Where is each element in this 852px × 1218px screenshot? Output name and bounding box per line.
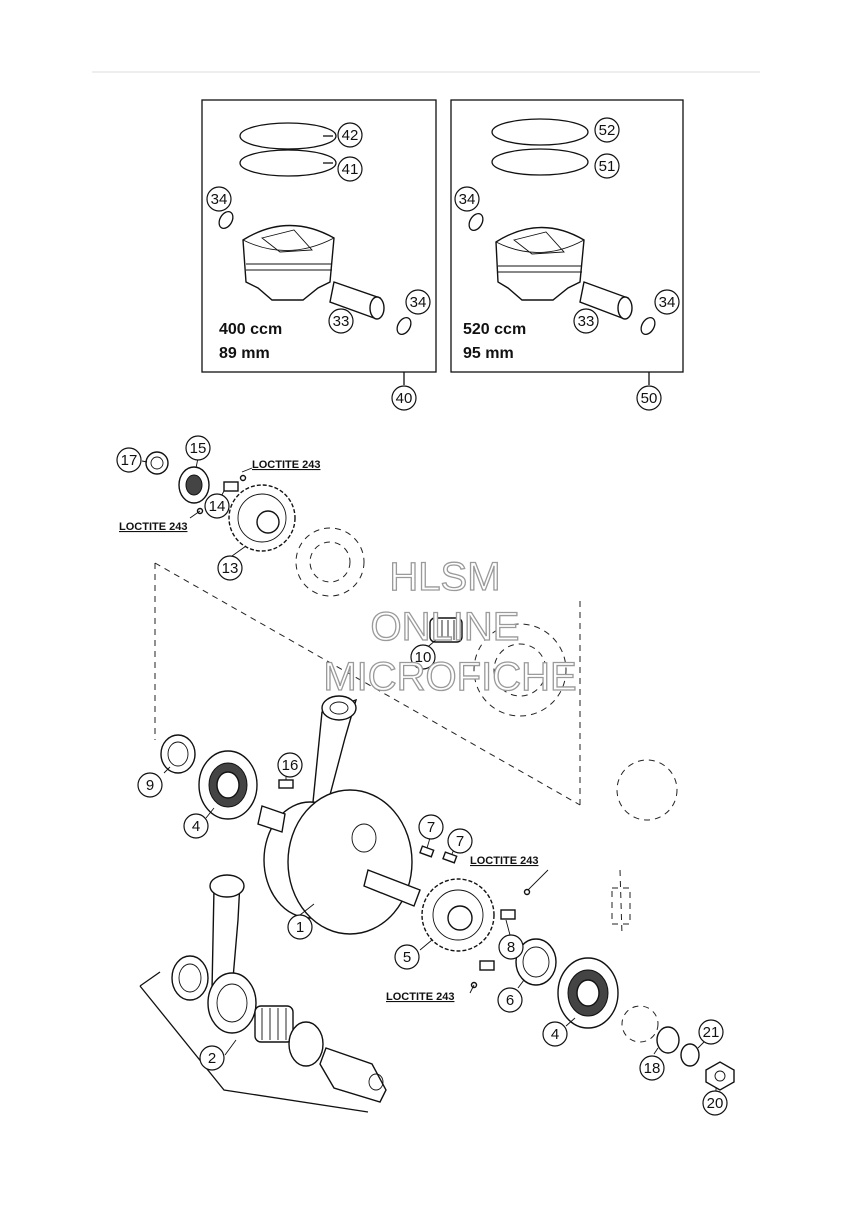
- svg-text:42: 42: [342, 127, 359, 144]
- loctite-note-3: LOCTITE 243: [470, 855, 538, 867]
- svg-text:34: 34: [459, 191, 476, 208]
- svg-text:2: 2: [208, 1050, 216, 1067]
- svg-text:5: 5: [403, 949, 411, 966]
- callout-5: 5: [394, 944, 420, 970]
- callout-4-a: 4: [183, 813, 209, 839]
- watermark: HLSM ONLINE MICROFICHE: [323, 554, 578, 699]
- svg-text:52: 52: [599, 122, 616, 139]
- svg-text:34: 34: [410, 294, 427, 311]
- svg-text:4: 4: [192, 818, 200, 835]
- svg-text:17: 17: [121, 452, 138, 469]
- callout-16: 16: [277, 752, 303, 778]
- watermark-line-2: ONLINE: [371, 605, 520, 649]
- svg-text:41: 41: [342, 161, 359, 178]
- svg-text:34: 34: [211, 191, 228, 208]
- svg-text:18: 18: [644, 1060, 661, 1077]
- svg-text:14: 14: [209, 498, 226, 515]
- callout-13: 13: [217, 555, 243, 581]
- piston-520-displacement: 520 ccm: [463, 321, 526, 338]
- svg-text:21: 21: [703, 1024, 720, 1041]
- svg-text:6: 6: [506, 992, 514, 1009]
- callout-14: 14: [204, 493, 230, 519]
- callout-7-a: 7: [418, 814, 444, 840]
- callout-17: 17: [116, 447, 142, 473]
- callout-20: 20: [702, 1090, 728, 1116]
- svg-text:50: 50: [641, 390, 658, 407]
- svg-text:34: 34: [659, 294, 676, 311]
- svg-text:1: 1: [296, 919, 304, 936]
- svg-text:13: 13: [222, 560, 239, 577]
- callout-34-b: 34: [405, 289, 431, 315]
- callout-40: 40: [391, 385, 417, 411]
- callout-34-d: 34: [654, 289, 680, 315]
- watermark-line-1: HLSM: [389, 555, 500, 599]
- callout-15: 15: [185, 435, 211, 461]
- piston-kit-400: [201, 99, 437, 385]
- callout-33-b: 33: [573, 308, 599, 334]
- callout-41: 41: [337, 156, 363, 182]
- svg-text:16: 16: [282, 757, 299, 774]
- callout-34-c: 34: [454, 186, 480, 212]
- svg-text:10: 10: [415, 649, 432, 666]
- svg-text:33: 33: [578, 313, 595, 330]
- watermark-line-3: MICROFICHE: [323, 655, 576, 699]
- callout-10: 10: [410, 644, 436, 670]
- piston-400-displacement: 400 ccm: [219, 321, 282, 338]
- piston-400-bore: 89 mm: [219, 345, 270, 362]
- svg-text:15: 15: [190, 440, 207, 457]
- conrod-kit: [139, 874, 387, 1113]
- svg-text:33: 33: [333, 313, 350, 330]
- dashed-assembly-line: [154, 562, 581, 806]
- piston-kit-520: [450, 99, 684, 385]
- callout-18: 18: [639, 1055, 665, 1081]
- svg-text:8: 8: [507, 939, 515, 956]
- loctite-note-4: LOCTITE 243: [386, 991, 454, 1003]
- callout-7-b: 7: [447, 828, 473, 854]
- callout-2: 2: [199, 1045, 225, 1071]
- crankshaft-assembly: [160, 695, 735, 1092]
- callout-42: 42: [337, 122, 363, 148]
- callout-52: 52: [594, 117, 620, 143]
- callout-50: 50: [636, 385, 662, 411]
- svg-text:7: 7: [427, 819, 435, 836]
- callout-1: 1: [287, 914, 313, 940]
- callout-8: 8: [498, 934, 524, 960]
- svg-text:51: 51: [599, 158, 616, 175]
- loctite-note-2: LOCTITE 243: [119, 521, 187, 533]
- callout-9: 9: [137, 772, 163, 798]
- callout-51: 51: [594, 153, 620, 179]
- callout-34-a: 34: [206, 186, 232, 212]
- svg-text:4: 4: [551, 1026, 559, 1043]
- callout-33-a: 33: [328, 308, 354, 334]
- svg-text:9: 9: [146, 777, 154, 794]
- callout-21: 21: [698, 1019, 724, 1045]
- callout-4-b: 4: [542, 1021, 568, 1047]
- callout-6: 6: [497, 987, 523, 1013]
- svg-text:40: 40: [396, 390, 413, 407]
- svg-text:20: 20: [707, 1095, 724, 1112]
- loctite-note-1: LOCTITE 243: [252, 459, 320, 471]
- balancer-gear-assembly: [141, 451, 567, 717]
- svg-text:7: 7: [456, 833, 464, 850]
- piston-520-bore: 95 mm: [463, 345, 514, 362]
